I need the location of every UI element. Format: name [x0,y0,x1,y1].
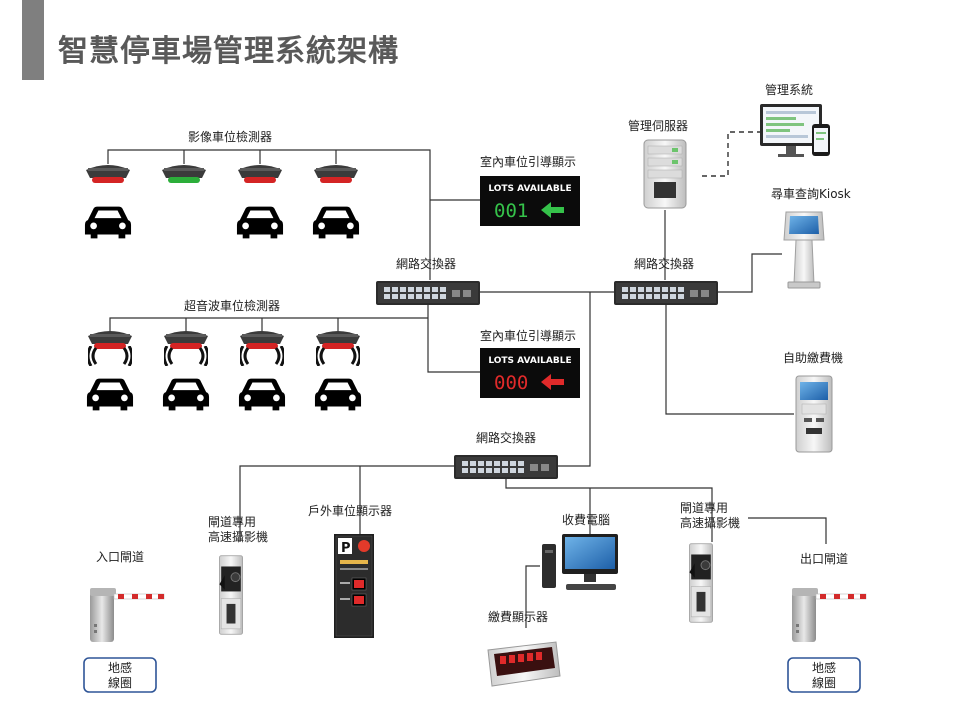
image-detector [162,165,206,183]
cam-right-label-2: 高速攝影機 [680,515,740,530]
monitor-icon [760,104,830,157]
sign-red-value: 000 [494,372,528,394]
title-accent-bar [22,0,44,80]
sign-red-header: LOTS AVAILABLE [488,356,571,366]
entry-gate-label: 入口閘道 [96,550,144,564]
car-icon [314,378,362,411]
loop-left: 地感 線圈 [83,657,157,693]
indoor-guide-label-2: 室內車位引導顯示 [480,328,576,343]
loop-left-line2: 線圈 [108,675,132,690]
loop-right: 地感 線圈 [787,657,861,693]
loop-left-line1: 地感 [108,660,132,675]
mgmt-system-label: 管理系統 [765,82,813,97]
pay-display-label: 繳費顯示器 [488,609,548,624]
mgmt-server-label: 管理伺服器 [628,118,688,133]
kiosk-label: 尋車查詢Kiosk [771,186,851,201]
ultrasonic-detector [162,331,210,411]
gate-camera-left-icon [218,555,244,635]
entry-barrier-gate-icon [89,587,165,643]
lots-sign-green: LOTS AVAILABLE 001 [480,176,580,226]
switch-bottom-label: 網路交換器 [476,430,536,445]
car-icon [238,378,286,411]
sign-green-header: LOTS AVAILABLE [488,184,571,194]
car-icon [86,378,134,411]
kiosk-icon [783,211,825,289]
payment-machine-label: 自助繳費機 [783,350,843,365]
arrow-left-icon [541,202,564,218]
arrow-left-icon [541,374,564,390]
page-title: 智慧停車場管理系統架構 [58,34,399,69]
loop-right-line1: 地感 [812,660,836,675]
connection-wires [107,131,827,628]
indoor-guide-label-1: 室內車位引導顯示 [480,154,576,169]
network-switch-bottom [454,455,558,479]
sign-green-value: 001 [494,200,528,222]
switch-right-label: 網路交換器 [634,256,694,271]
image-detector [312,165,360,239]
image-detector [84,165,132,239]
ultrasonic-detector [314,331,362,411]
car-icon [162,378,210,411]
lots-sign-red: LOTS AVAILABLE 000 [480,348,580,398]
gate-camera-right-icon [688,543,714,623]
pay-pc-label: 收費電腦 [562,512,610,527]
ultrasonic-detector [238,331,286,411]
ultrasonic-detector-row [86,331,362,411]
car-icon [84,206,132,239]
exit-barrier-gate-icon [791,587,867,643]
image-detector-label: 影像車位檢測器 [188,129,272,144]
cam-left-label-1: 閘道專用 [208,515,256,529]
switch-left-label: 網路交換器 [396,256,456,271]
cam-right-label-1: 閘道專用 [680,501,728,515]
image-detector [236,165,284,239]
image-detector-row [84,165,360,239]
outdoor-display-label: 戶外車位顯示器 [308,503,392,518]
ultrasonic-detector [86,331,134,411]
ultrasonic-detector-label: 超音波車位檢測器 [184,298,280,313]
server-icon [643,139,687,209]
svg-text:P: P [341,541,351,556]
network-switch-right [614,281,718,305]
car-icon [236,206,284,239]
outdoor-display-icon: P [334,534,374,638]
network-switch-left [376,281,480,305]
payment-kiosk-icon [795,375,833,453]
pay-display-icon [487,641,561,687]
loop-right-line2: 線圈 [812,675,836,690]
car-icon [312,206,360,239]
desktop-computer-icon [542,534,618,590]
cam-left-label-2: 高速攝影機 [208,529,268,544]
exit-gate-label: 出口閘道 [800,552,848,566]
